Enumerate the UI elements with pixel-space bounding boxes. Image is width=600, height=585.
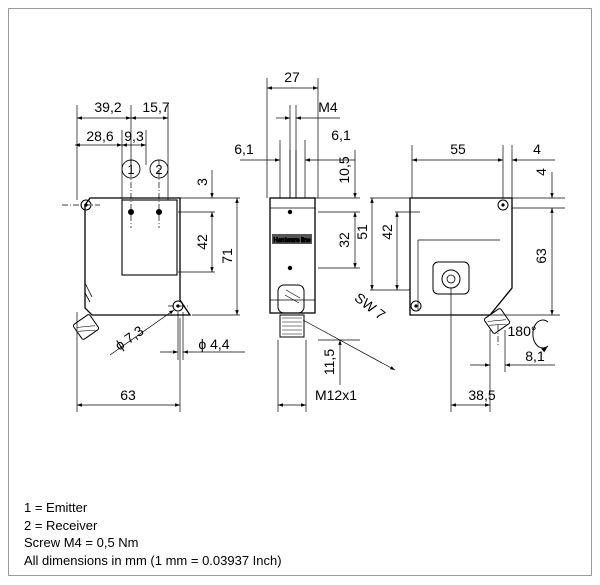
- back-dim-lines: [370, 145, 565, 412]
- side-connector-body: [277, 284, 305, 314]
- dim-6-1-right: 6,1: [331, 127, 351, 143]
- dim-3: 3: [194, 178, 210, 186]
- dim-8-1: 8,1: [525, 348, 545, 364]
- dim-32: 32: [336, 232, 352, 248]
- front-markers: 1 2: [121, 159, 169, 179]
- side-label-plate: [272, 234, 312, 244]
- dim-4-top: 4: [533, 141, 541, 157]
- dim-4-right: 4: [533, 168, 549, 176]
- technical-drawing: 1 2 39,2 15,7 28,6 9,3 3 42 71 ϕ 7,3 ϕ 4…: [62, 69, 565, 412]
- dim-15-7: 15,7: [142, 99, 169, 115]
- dim-m4: M4: [318, 99, 338, 115]
- back-mount-hole-bottom: [410, 300, 422, 312]
- dim-diameter-4-4: ϕ 4,4: [198, 336, 229, 352]
- side-body-outline: [269, 197, 316, 314]
- back-body-outline: [409, 197, 513, 316]
- dim-sw7: SW 7: [352, 289, 389, 323]
- dim-39-2: 39,2: [94, 99, 121, 115]
- legend-units-note: All dimensions in mm (1 mm = 0.03937 Inc…: [24, 552, 282, 568]
- dim-55: 55: [450, 141, 466, 157]
- back-mount-hole-top: [497, 199, 509, 211]
- front-lens-window: [121, 199, 178, 276]
- dim-63-back: 63: [533, 248, 549, 264]
- dim-6-1-left: 6,1: [234, 141, 254, 157]
- side-label-plate-text: Hardware line: [273, 238, 311, 244]
- back-dim-texts: 55 4 4 63 51 42 180° 8,1 38,5: [354, 141, 549, 403]
- front-dim-texts: 39,2 15,7 28,6 9,3 3 42 71 ϕ 7,3 ϕ 4,4 6…: [86, 99, 235, 403]
- emitter-marker-text: 1: [127, 162, 134, 177]
- dim-42-back: 42: [379, 224, 395, 240]
- legend: 1 = Emitter 2 = Receiver Screw M4 = 0,5 …: [24, 499, 282, 569]
- dim-51: 51: [354, 224, 370, 240]
- dim-10-5: 10,5: [336, 156, 352, 183]
- side-dim-lines: [240, 78, 396, 412]
- receiver-marker-circle: [149, 159, 169, 179]
- back-connector: [483, 308, 511, 334]
- dim-diameter-7-3: ϕ 7,3: [112, 322, 147, 353]
- dim-27: 27: [284, 69, 300, 85]
- dim-180: 180°: [508, 323, 537, 339]
- front-chamfer: [84, 282, 93, 303]
- side-connector-nut: [279, 314, 305, 338]
- emitter-marker-circle: [121, 159, 141, 179]
- front-body-outline: [84, 197, 192, 316]
- back-potentiometer: [441, 269, 461, 289]
- dim-71: 71: [219, 248, 235, 264]
- dim-11-5: 11,5: [321, 349, 337, 375]
- dim-m12x1: M12x1: [315, 387, 357, 403]
- dim-28-6: 28,6: [86, 128, 113, 144]
- legend-screw-torque: Screw M4 = 0,5 Nm: [24, 535, 139, 550]
- dim-63-front: 63: [120, 387, 136, 403]
- drawing-frame: [8, 8, 592, 576]
- receiver-marker-text: 2: [155, 162, 162, 177]
- rotation-arrow-icon: [532, 319, 549, 353]
- legend-emitter: 1 = Emitter: [24, 500, 88, 515]
- front-connector: [72, 314, 100, 340]
- back-view: [409, 197, 513, 334]
- side-view: Hardware line: [269, 150, 316, 338]
- front-dim-lines: [62, 105, 245, 412]
- dim-9-3: 9,3: [124, 128, 144, 144]
- legend-receiver: 2 = Receiver: [24, 517, 98, 533]
- dim-42-front: 42: [194, 234, 210, 250]
- dim-38-5: 38,5: [468, 387, 495, 403]
